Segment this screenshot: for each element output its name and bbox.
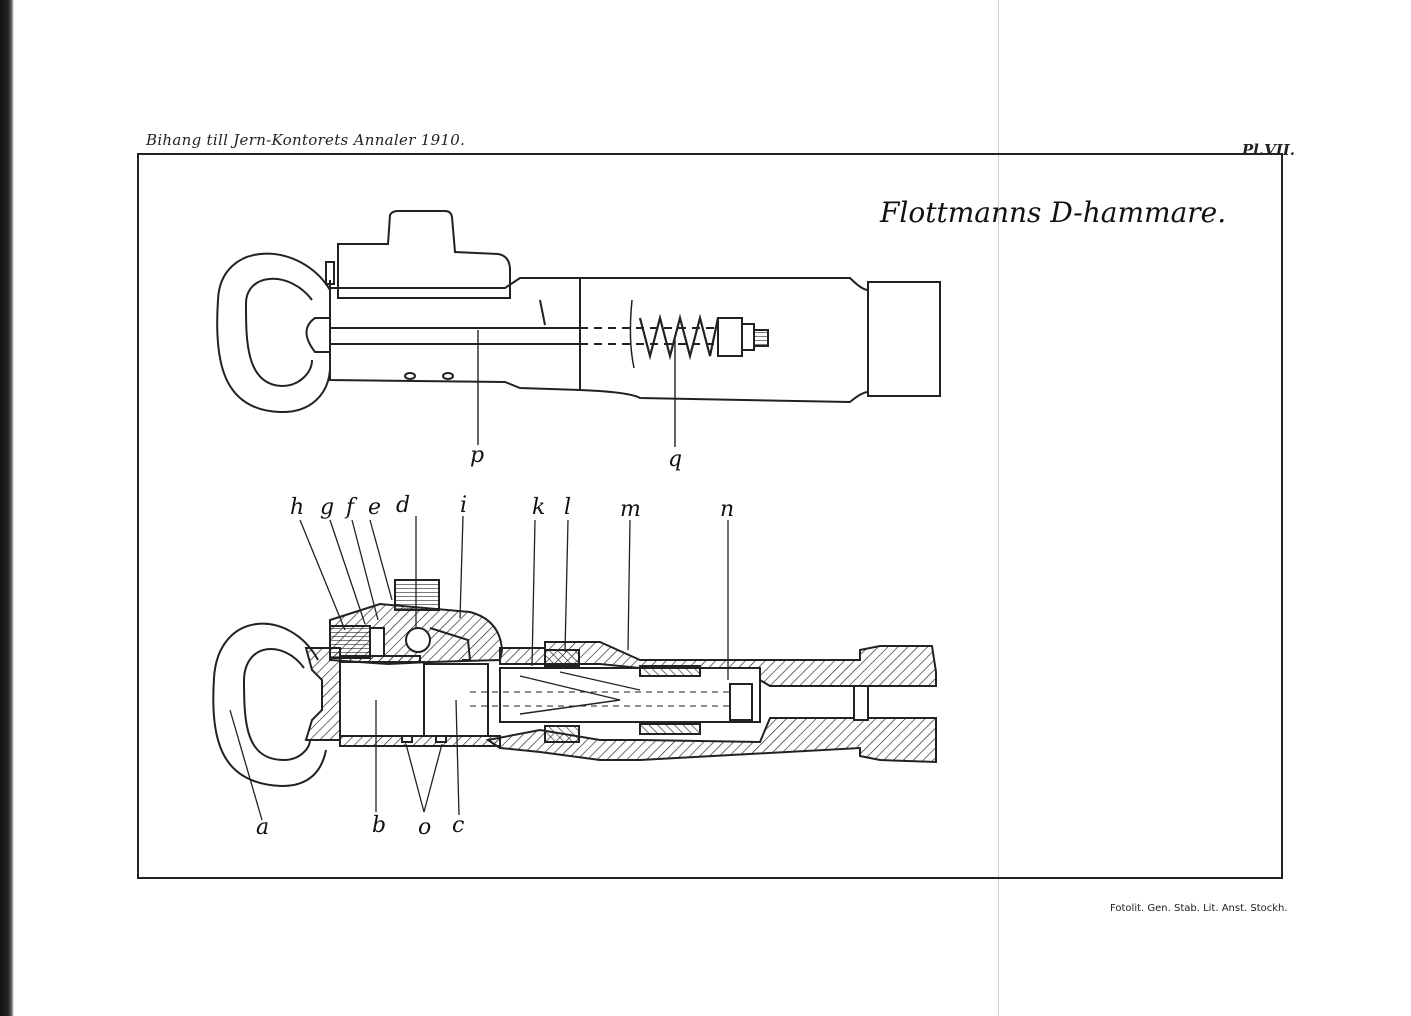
- label-e: e: [368, 495, 381, 520]
- label-p: p: [470, 443, 484, 468]
- scanned-page-edge: [0, 0, 14, 1016]
- label-d: d: [396, 493, 410, 518]
- hammer-exterior-view: [216, 210, 941, 414]
- label-k: k: [532, 495, 545, 520]
- end-collar: [867, 281, 941, 397]
- hammer-section-view: [212, 579, 937, 788]
- tool-shank: [499, 667, 761, 723]
- piston-b: [339, 661, 425, 737]
- exhaust-notch: [435, 735, 447, 743]
- label-h: h: [290, 495, 304, 520]
- lithographer-credit: Fotolit. Gen. Stab. Lit. Anst. Stockh.: [1110, 903, 1288, 914]
- label-n: n: [720, 497, 734, 522]
- handle-outer: [216, 252, 331, 414]
- handle-outer-section: [212, 622, 327, 788]
- label-l: l: [564, 495, 571, 520]
- label-i: i: [460, 493, 467, 518]
- label-q: q: [668, 447, 682, 472]
- page-fold-line: [998, 0, 999, 1016]
- cylinder-wall-bottom: [339, 735, 501, 747]
- rear-cap: [304, 647, 341, 741]
- handle-inner: [244, 277, 313, 388]
- front-knob: [305, 317, 331, 353]
- barrel-section-bottom: [485, 717, 937, 764]
- plate-frame: [137, 153, 1283, 879]
- valve-plug-h: [329, 625, 371, 659]
- side-plate: [325, 261, 335, 285]
- exhaust-port: [442, 372, 454, 380]
- label-g: g: [320, 495, 334, 520]
- label-b: b: [372, 813, 386, 838]
- collar-n: [639, 665, 701, 677]
- label-f: f: [344, 495, 358, 520]
- handle-inner-section: [242, 647, 311, 762]
- drawing-title: Flottmanns D-hammare.: [880, 196, 1227, 229]
- label-m: m: [620, 497, 641, 522]
- label-o: o: [418, 815, 431, 840]
- label-a: a: [256, 815, 269, 840]
- cylinder-head: [337, 210, 511, 299]
- exhaust-port: [404, 372, 416, 380]
- cylinder-body: [329, 277, 581, 392]
- bushing-l: [544, 649, 580, 667]
- spring-nut: [717, 317, 743, 357]
- label-c: c: [452, 813, 464, 838]
- leader-lines-top: [477, 330, 676, 447]
- publication-header: Bihang till Jern-Kontorets Annaler 1910.: [146, 131, 466, 149]
- leader-lines-bottom: [229, 515, 729, 821]
- spring-q: [638, 313, 720, 361]
- ball-valve-d: [405, 627, 431, 653]
- end-pin: [853, 685, 869, 721]
- chisel-socket: [729, 683, 753, 721]
- exhaust-notch: [401, 735, 413, 743]
- barrel: [579, 277, 869, 404]
